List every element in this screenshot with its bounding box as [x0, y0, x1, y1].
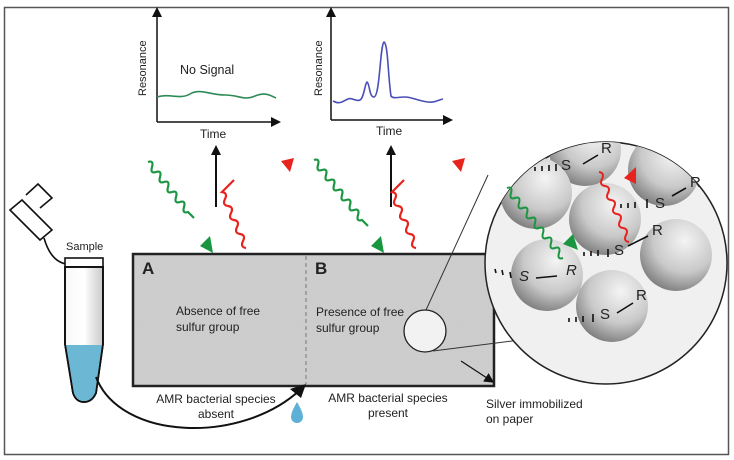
- tube-cap: [64, 257, 104, 268]
- incident-light-a: [147, 160, 195, 219]
- tube-outline: [64, 266, 104, 403]
- thiol-r-label: R: [636, 287, 647, 304]
- incident-light-b: [313, 158, 369, 227]
- thiol-s-label: S: [614, 242, 625, 259]
- silver-pointer-arrow: [460, 360, 495, 383]
- pipette-tube-line: [43, 237, 67, 265]
- section-b-letter: B: [315, 259, 328, 278]
- silver-label-line2: on paper: [486, 412, 534, 426]
- thiol-s-label: S: [519, 268, 530, 285]
- graph-no-signal: [152, 7, 281, 127]
- graph2-y-label: Resonance: [313, 40, 325, 96]
- section-b-text-line2: sulfur group: [316, 321, 380, 335]
- thiol-bond-1: [534, 154, 599, 171]
- sample-label: Sample: [66, 241, 104, 253]
- thiol-bond-2: [620, 187, 687, 208]
- light-arrows-b: [313, 145, 465, 253]
- scattered-light-magnified: [598, 171, 630, 243]
- paper-strip: [131, 252, 496, 388]
- silver-label-line1: Silver immobilized: [486, 397, 583, 411]
- thiol-bond-3: [583, 235, 649, 257]
- silver-nanoparticle: [569, 183, 641, 255]
- thiol-r-label: R: [566, 262, 577, 279]
- section-b-text-line1: Presence of free: [316, 305, 405, 319]
- silver-nanoparticle: [640, 219, 712, 291]
- droplet-icon: [291, 402, 303, 423]
- application-arrowhead: [290, 384, 306, 398]
- incident-arrowhead-a: [200, 236, 213, 253]
- magnified-view: [484, 141, 728, 385]
- graph1-annotation: No Signal: [180, 63, 235, 77]
- incident-arrowhead-magnified: [563, 234, 578, 250]
- magnify-leader-top: [425, 174, 489, 311]
- pipette-tip: [8, 198, 54, 242]
- incident-light-magnified: [506, 186, 564, 260]
- scattered-arrowhead-a: [281, 158, 294, 172]
- section-b-caption-line1: AMR bacterial species: [328, 391, 448, 405]
- graph1-flat-signal-line: [156, 90, 277, 99]
- silver-nanoparticle: [511, 239, 583, 311]
- scattered-light-b: [389, 179, 417, 250]
- tube-liquid: [66, 345, 102, 401]
- incident-arrowhead-b: [371, 236, 384, 253]
- section-a-text-line1: Absence of free: [176, 304, 261, 318]
- graph1-x-label: Time: [200, 127, 227, 141]
- magnify-spot: [403, 309, 447, 353]
- thiol-r-label: R: [601, 140, 612, 157]
- scattered-arrowhead-b: [452, 158, 465, 172]
- thiol-s-label: S: [655, 195, 666, 212]
- thiol-s-label: S: [600, 306, 611, 323]
- scattered-arrowhead-magnified: [624, 167, 636, 184]
- graph-signal: [326, 7, 453, 125]
- graph2-x-label: Time: [376, 124, 403, 138]
- paper-border: [131, 252, 496, 388]
- pipette-body: [25, 182, 54, 209]
- thiol-s-label: S: [561, 157, 572, 174]
- section-a-text-line2: sulfur group: [176, 320, 240, 334]
- thiol-r-label: R: [652, 222, 663, 239]
- section-b-caption-line2: present: [367, 406, 409, 420]
- section-a-caption-line1: AMR bacterial species: [156, 392, 276, 406]
- scattered-light-a: [219, 179, 247, 250]
- application-arrow: [95, 376, 301, 429]
- silver-nanoparticle: [576, 270, 648, 342]
- thiol-bond-5: [568, 302, 634, 322]
- graph1-y-label: Resonance: [137, 40, 149, 96]
- light-arrows-a: [147, 145, 294, 253]
- thiol-bond-4: [494, 268, 558, 279]
- sample-tube: [8, 182, 104, 403]
- section-a-caption-line2: absent: [197, 407, 235, 421]
- thiol-r-label: R: [690, 174, 701, 191]
- section-a-letter: A: [142, 259, 155, 278]
- graph2-peak-signal-line: [332, 41, 444, 104]
- silver-nanoparticle: [549, 142, 621, 186]
